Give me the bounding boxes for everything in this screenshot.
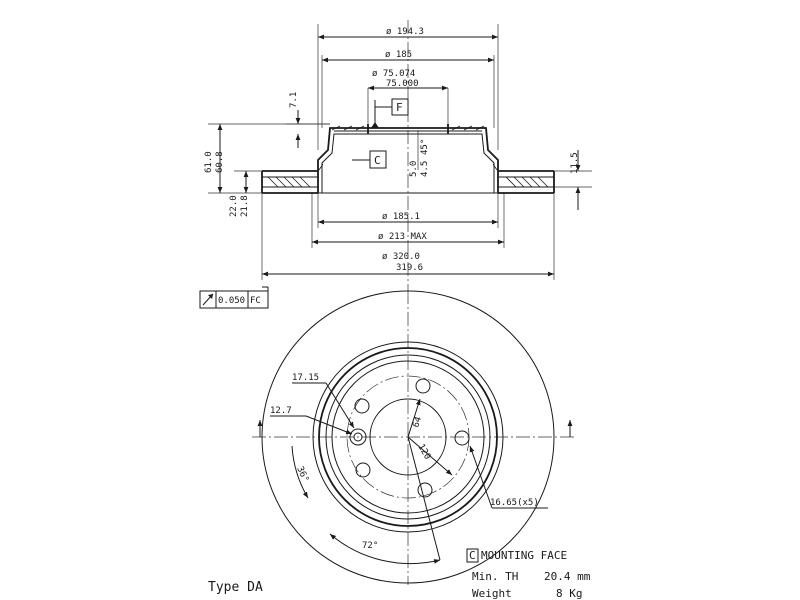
dim-inner-hat: ø 185 — [321, 50, 495, 128]
dim-bore-max-label: ø 75.074 — [372, 69, 415, 79]
tolerance-frame: 0.050 FC — [199, 286, 269, 309]
disc-ring — [261, 170, 555, 194]
dim-60-8-label: 60.8 — [215, 151, 225, 173]
disc-outer-circle — [261, 290, 555, 584]
dim-22: 22.0 21.8 — [229, 170, 262, 217]
locating-pin-hole — [349, 428, 367, 446]
section-cut-marks — [257, 420, 573, 437]
section-view: ø 194.3 ø 185 ø 75.074 75.000 F C — [204, 20, 592, 290]
dim-17-15-label: 17.15 — [292, 373, 319, 383]
dim-21-8-label: 21.8 — [240, 195, 250, 217]
mounting-face-text: MOUNTING FACE — [481, 549, 567, 562]
dim-45deg-label: 45° — [420, 139, 430, 155]
dim-holes: 16.65(x5) — [469, 445, 548, 509]
dim-outer-hat-label: ø 194.3 — [386, 27, 424, 37]
type-label: Type DA — [208, 580, 263, 595]
min-th-value: 20.4 mm — [544, 570, 591, 583]
mounting-face-box — [466, 548, 479, 563]
dim-320-0-label: ø 320.0 — [382, 252, 420, 262]
tolerance-value: 0.050 — [218, 296, 245, 306]
dim-4-5-label: 4.5 — [420, 161, 430, 177]
dim-holes-label: 16.65(x5) — [490, 498, 539, 508]
front-view: 17.15 12.7 64 120 36° 72° 1 — [252, 290, 576, 585]
dim-chamfer: 5.0 4.5 45° — [409, 130, 430, 177]
dim-185-1: ø 185.1 — [317, 193, 499, 228]
dim-22-0-label: 22.0 — [229, 195, 239, 217]
mounting-box-letter: C — [469, 549, 476, 562]
dim-outer-hat: ø 194.3 — [317, 24, 499, 150]
dim-7-1-label: 7.1 — [289, 92, 299, 108]
dim-213: ø 213 MAX — [311, 193, 505, 248]
dim-bore: ø 75.074 75.000 — [367, 69, 449, 124]
tolerance-datum: FC — [250, 296, 261, 306]
dim-12-7-label: 12.7 — [270, 406, 292, 416]
runout-arrow-icon — [202, 293, 214, 306]
bolt-holes — [354, 378, 470, 498]
min-th-label: Min. TH — [472, 570, 518, 583]
notes: Type DA C MOUNTING FACE Min. TH 20.4 mm … — [208, 548, 591, 600]
bolt-hole — [354, 398, 370, 414]
dim-11-5: 11.5 — [554, 150, 592, 210]
dim-17-15: 17.15 — [292, 373, 355, 429]
dim-72-label: 72° — [362, 541, 378, 551]
weight-label: Weight — [472, 587, 512, 600]
dim-5-0-label: 5.0 — [409, 161, 419, 177]
dim-213-label: ø 213 MAX — [378, 232, 427, 242]
datum-f: F — [371, 98, 409, 128]
dim-11-5-label: 11.5 — [570, 152, 580, 174]
hat-step-circle — [325, 354, 491, 520]
bolt-hole — [454, 430, 470, 446]
dim-319-6-label: 319.6 — [396, 263, 423, 273]
datum-f-label: F — [396, 101, 403, 114]
dim-120-label: 120 — [415, 443, 432, 462]
datum-c-label: C — [374, 154, 381, 167]
dim-320: ø 320.0 319.6 — [261, 193, 555, 280]
dim-inner-hat-label: ø 185 — [385, 50, 412, 60]
dim-36: 36° — [291, 445, 310, 499]
hat-face-circle — [331, 360, 485, 514]
dim-12-7: 12.7 — [270, 406, 353, 435]
hat-inner-circle — [318, 347, 498, 527]
dim-185-1-label: ø 185.1 — [382, 212, 420, 222]
dim-64-label: 64 — [411, 416, 424, 429]
dim-bore-min-label: 75.000 — [386, 79, 419, 89]
hat-outer-circle — [312, 341, 504, 533]
dim-61-0-label: 61.0 — [204, 151, 214, 173]
dim-61: 61.0 60.8 — [204, 123, 330, 194]
dim-64: 64 — [407, 398, 424, 438]
bolt-hole — [355, 462, 371, 478]
hat-profile — [317, 124, 499, 194]
dim-7-1: 7.1 — [286, 92, 330, 148]
bolt-hole — [417, 482, 433, 498]
dim-36-label: 36° — [294, 465, 310, 484]
datum-c: C — [352, 150, 387, 169]
bolt-hole — [415, 378, 431, 394]
weight-value: 8 Kg — [556, 587, 583, 600]
dim-72: 72° — [329, 436, 441, 565]
center-bore-circle — [369, 398, 447, 476]
